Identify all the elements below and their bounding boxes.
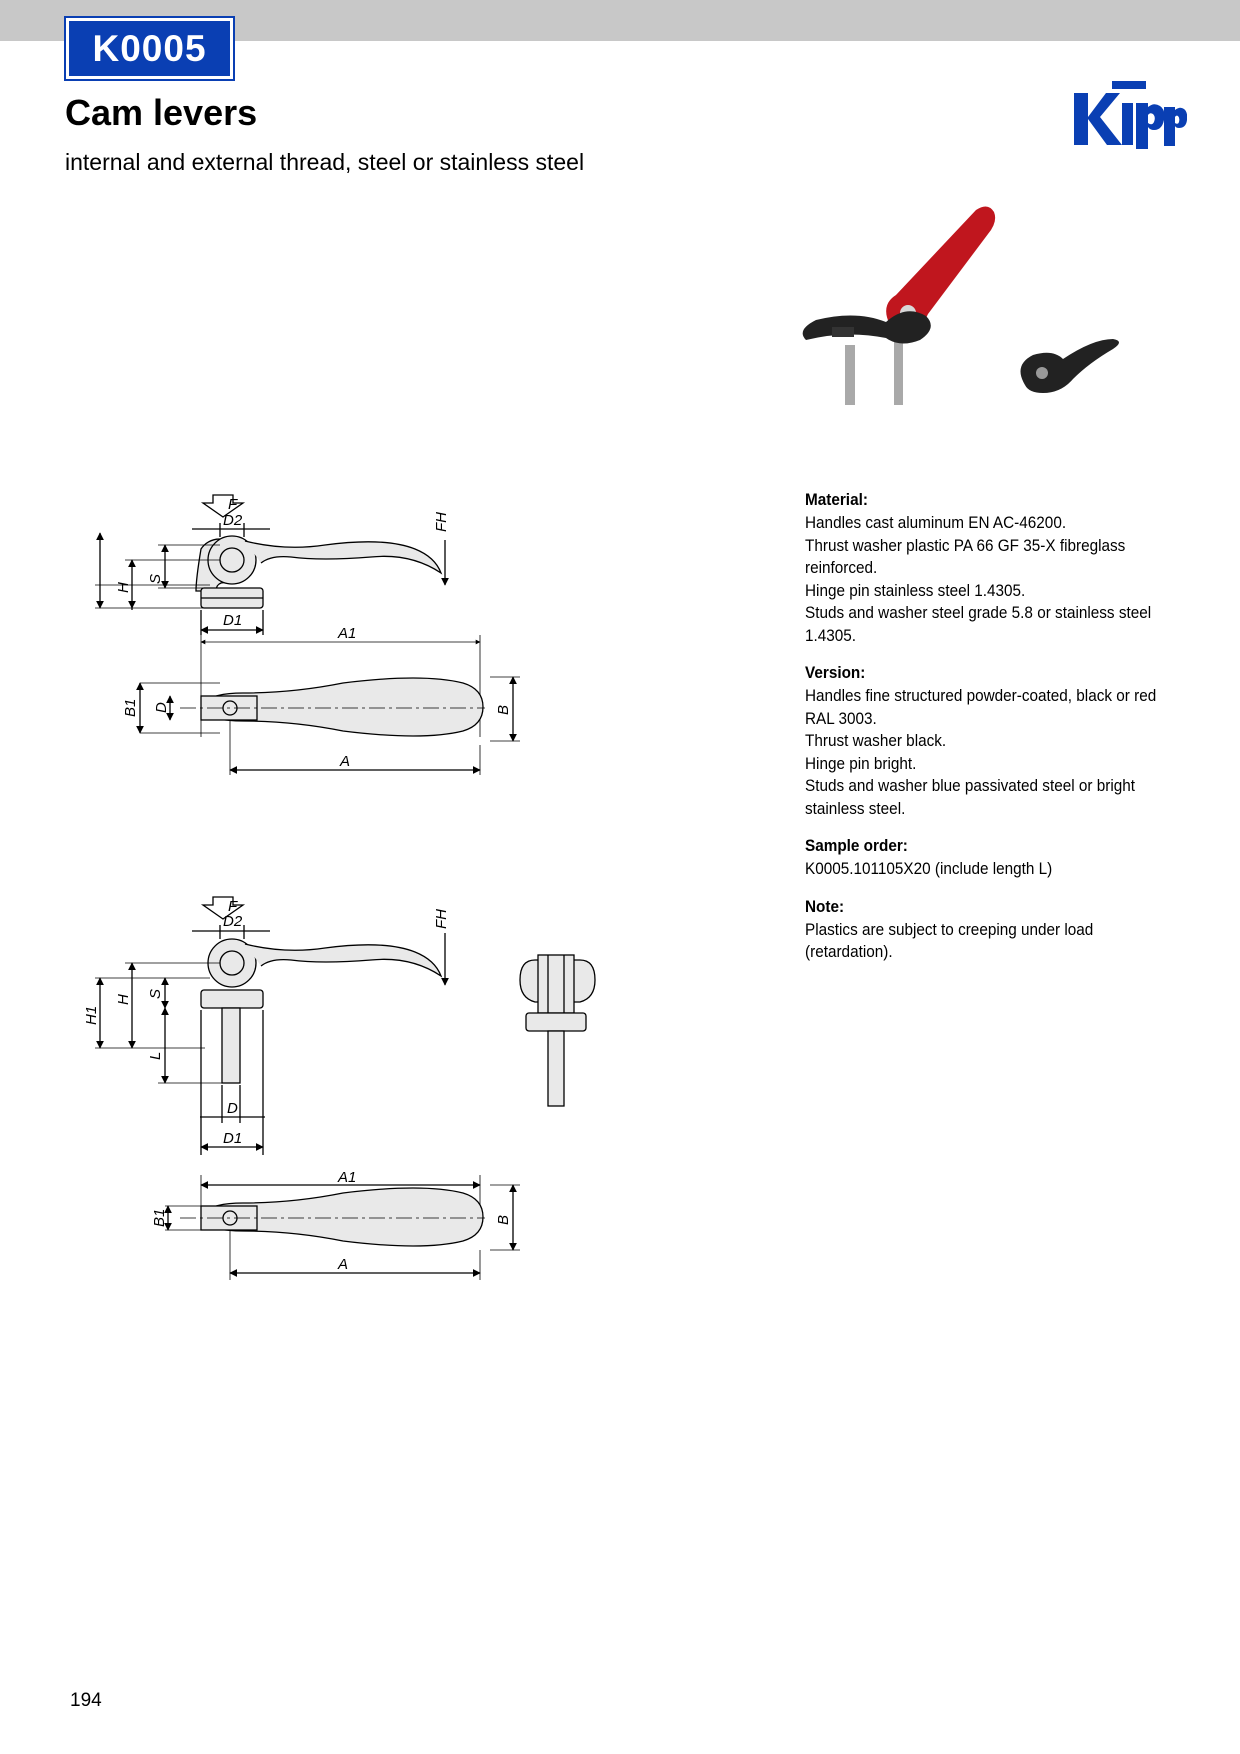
material-line: Thrust washer plastic PA 66 GF 35-X fibr…: [805, 535, 1126, 578]
version-line: Hinge pin bright.: [805, 753, 917, 773]
label-a-2: A: [337, 1256, 348, 1273]
material-line: Hinge pin stainless steel 1.4305.: [805, 580, 1026, 600]
top-view-external-thread: [164, 1175, 520, 1280]
note-section: Note: Plastics are subject to creeping u…: [805, 897, 1165, 964]
label-h-2: H: [115, 994, 132, 1005]
label-l: L: [147, 1052, 164, 1060]
force-arrow-1: [200, 494, 246, 518]
label-b-1: B: [495, 705, 512, 715]
top-view-internal-thread: [136, 635, 520, 775]
spec-panel: Material: Handles cast aluminum EN AC-46…: [805, 490, 1165, 980]
label-fh-2: FH: [433, 909, 450, 929]
label-s-1: S: [147, 574, 164, 584]
label-b-2: B: [495, 1215, 512, 1225]
label-f-1: F: [228, 496, 238, 513]
force-arrow-2: [200, 896, 246, 920]
label-b1-1: B1: [122, 699, 139, 717]
label-d1-2: D1: [223, 1130, 242, 1147]
side-view-external-thread: [95, 896, 449, 1155]
sample-order-line: K0005.101105X20 (include length L): [805, 859, 1053, 878]
version-line: Thrust washer black.: [805, 731, 947, 750]
label-a-1: A: [339, 753, 350, 770]
sample-order-heading: Sample order:: [805, 836, 908, 855]
version-heading: Version:: [805, 663, 866, 682]
material-section: Material: Handles cast aluminum EN AC-46…: [805, 490, 1165, 647]
label-d1-1: D1: [223, 612, 242, 629]
technical-drawings: F D2 FH D1 H1 H S A1 B1 D B A F D2 FH H1…: [83, 494, 596, 1280]
label-a1-1: A1: [337, 625, 356, 642]
label-f-2: F: [228, 898, 238, 915]
product-code-badge: K0005: [66, 18, 233, 79]
version-line: Studs and washer blue passivated steel o…: [805, 776, 1136, 818]
kipp-logo: [1074, 81, 1187, 149]
black-cam-lever-right: [1020, 339, 1119, 393]
material-line: Handles cast aluminum EN AC-46200.: [805, 513, 1067, 532]
label-b1-2: B1: [151, 1209, 168, 1227]
front-view-external-thread: [519, 954, 596, 1107]
note-heading: Note:: [805, 896, 845, 916]
page-title: Cam levers: [65, 92, 258, 133]
version-section: Version: Handles fine structured powder-…: [805, 663, 1165, 820]
label-d-2: D: [227, 1100, 238, 1117]
label-a1-2: A1: [337, 1169, 356, 1186]
page-number: 194: [70, 1690, 102, 1711]
label-s-2: S: [147, 989, 164, 999]
black-cam-lever-left: [802, 311, 931, 405]
label-h1-2: H1: [83, 1006, 100, 1025]
version-line: Handles fine structured powder-coated, b…: [805, 686, 1157, 728]
red-cam-lever: [886, 206, 996, 405]
label-d-1: D: [153, 702, 170, 713]
side-view-internal-thread: [95, 494, 449, 635]
label-d2-1: D2: [223, 512, 243, 529]
label-h-1: H: [115, 582, 132, 593]
sample-order-section: Sample order: K0005.101105X20 (include l…: [805, 836, 1165, 881]
note-line: Plastics are subject to creeping under l…: [805, 919, 1094, 962]
material-heading: Material:: [805, 490, 868, 509]
page-subtitle: internal and external thread, steel or s…: [65, 149, 585, 175]
product-photo: [802, 206, 1119, 405]
material-line: Studs and washer steel grade 5.8 or stai…: [805, 603, 1152, 645]
drawing-labels: F D2 FH D1 H1 H S A1 B1 D B A F D2 FH H1…: [83, 496, 512, 1273]
label-fh-1: FH: [433, 512, 450, 532]
label-d2-2: D2: [223, 913, 243, 930]
